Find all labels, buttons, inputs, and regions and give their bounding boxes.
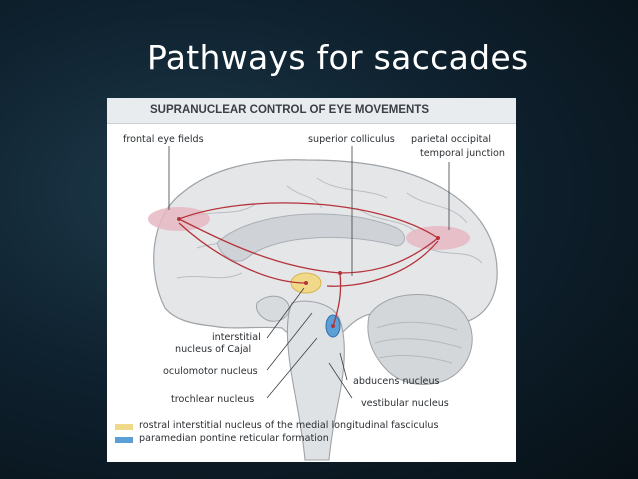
saccade-pathways <box>178 202 439 327</box>
label-vestibular: vestibular nucleus <box>361 398 449 409</box>
label-oculomotor: oculomotor nucleus <box>163 366 258 377</box>
cerebellum-folia <box>374 321 463 364</box>
label-trochlear: trochlear nucleus <box>171 394 255 405</box>
label-abducens: abducens nucleus <box>353 376 440 387</box>
figure-header: SUPRANUCLEAR CONTROL OF EYE MOVEMENTS <box>107 98 516 124</box>
eye-movement-figure: SUPRANUCLEAR CONTROL OF EYE MOVEMENTS <box>107 98 516 462</box>
leader-lines <box>168 146 450 399</box>
legend-label-rimlf: rostral interstitial nucleus of the medi… <box>139 420 439 431</box>
label-interstitial: interstitial <box>212 332 261 343</box>
legend-label-ppfr: paramedian pontine reticular formation <box>139 433 329 444</box>
legend-swatch-rimlf <box>115 424 133 430</box>
label-parietal-occipital: parietal occipital <box>411 134 491 145</box>
label-nucleus-of-cajal: nucleus of Cajal <box>175 344 252 355</box>
label-superior-colliculus: superior colliculus <box>308 134 395 145</box>
slide-title: Pathways for saccades <box>147 38 529 77</box>
midbrain-region <box>256 295 290 322</box>
brain-diagram <box>115 146 498 461</box>
label-temporal-junction: temporal junction <box>420 148 505 159</box>
brainstem <box>286 300 345 461</box>
pathway-dots <box>177 217 440 328</box>
label-frontal-eye-fields: frontal eye fields <box>123 134 204 145</box>
corpus-callosum <box>216 213 405 262</box>
figure-header-title: SUPRANUCLEAR CONTROL OF EYE MOVEMENTS <box>150 104 429 116</box>
legend-swatch-ppfr <box>115 437 133 443</box>
